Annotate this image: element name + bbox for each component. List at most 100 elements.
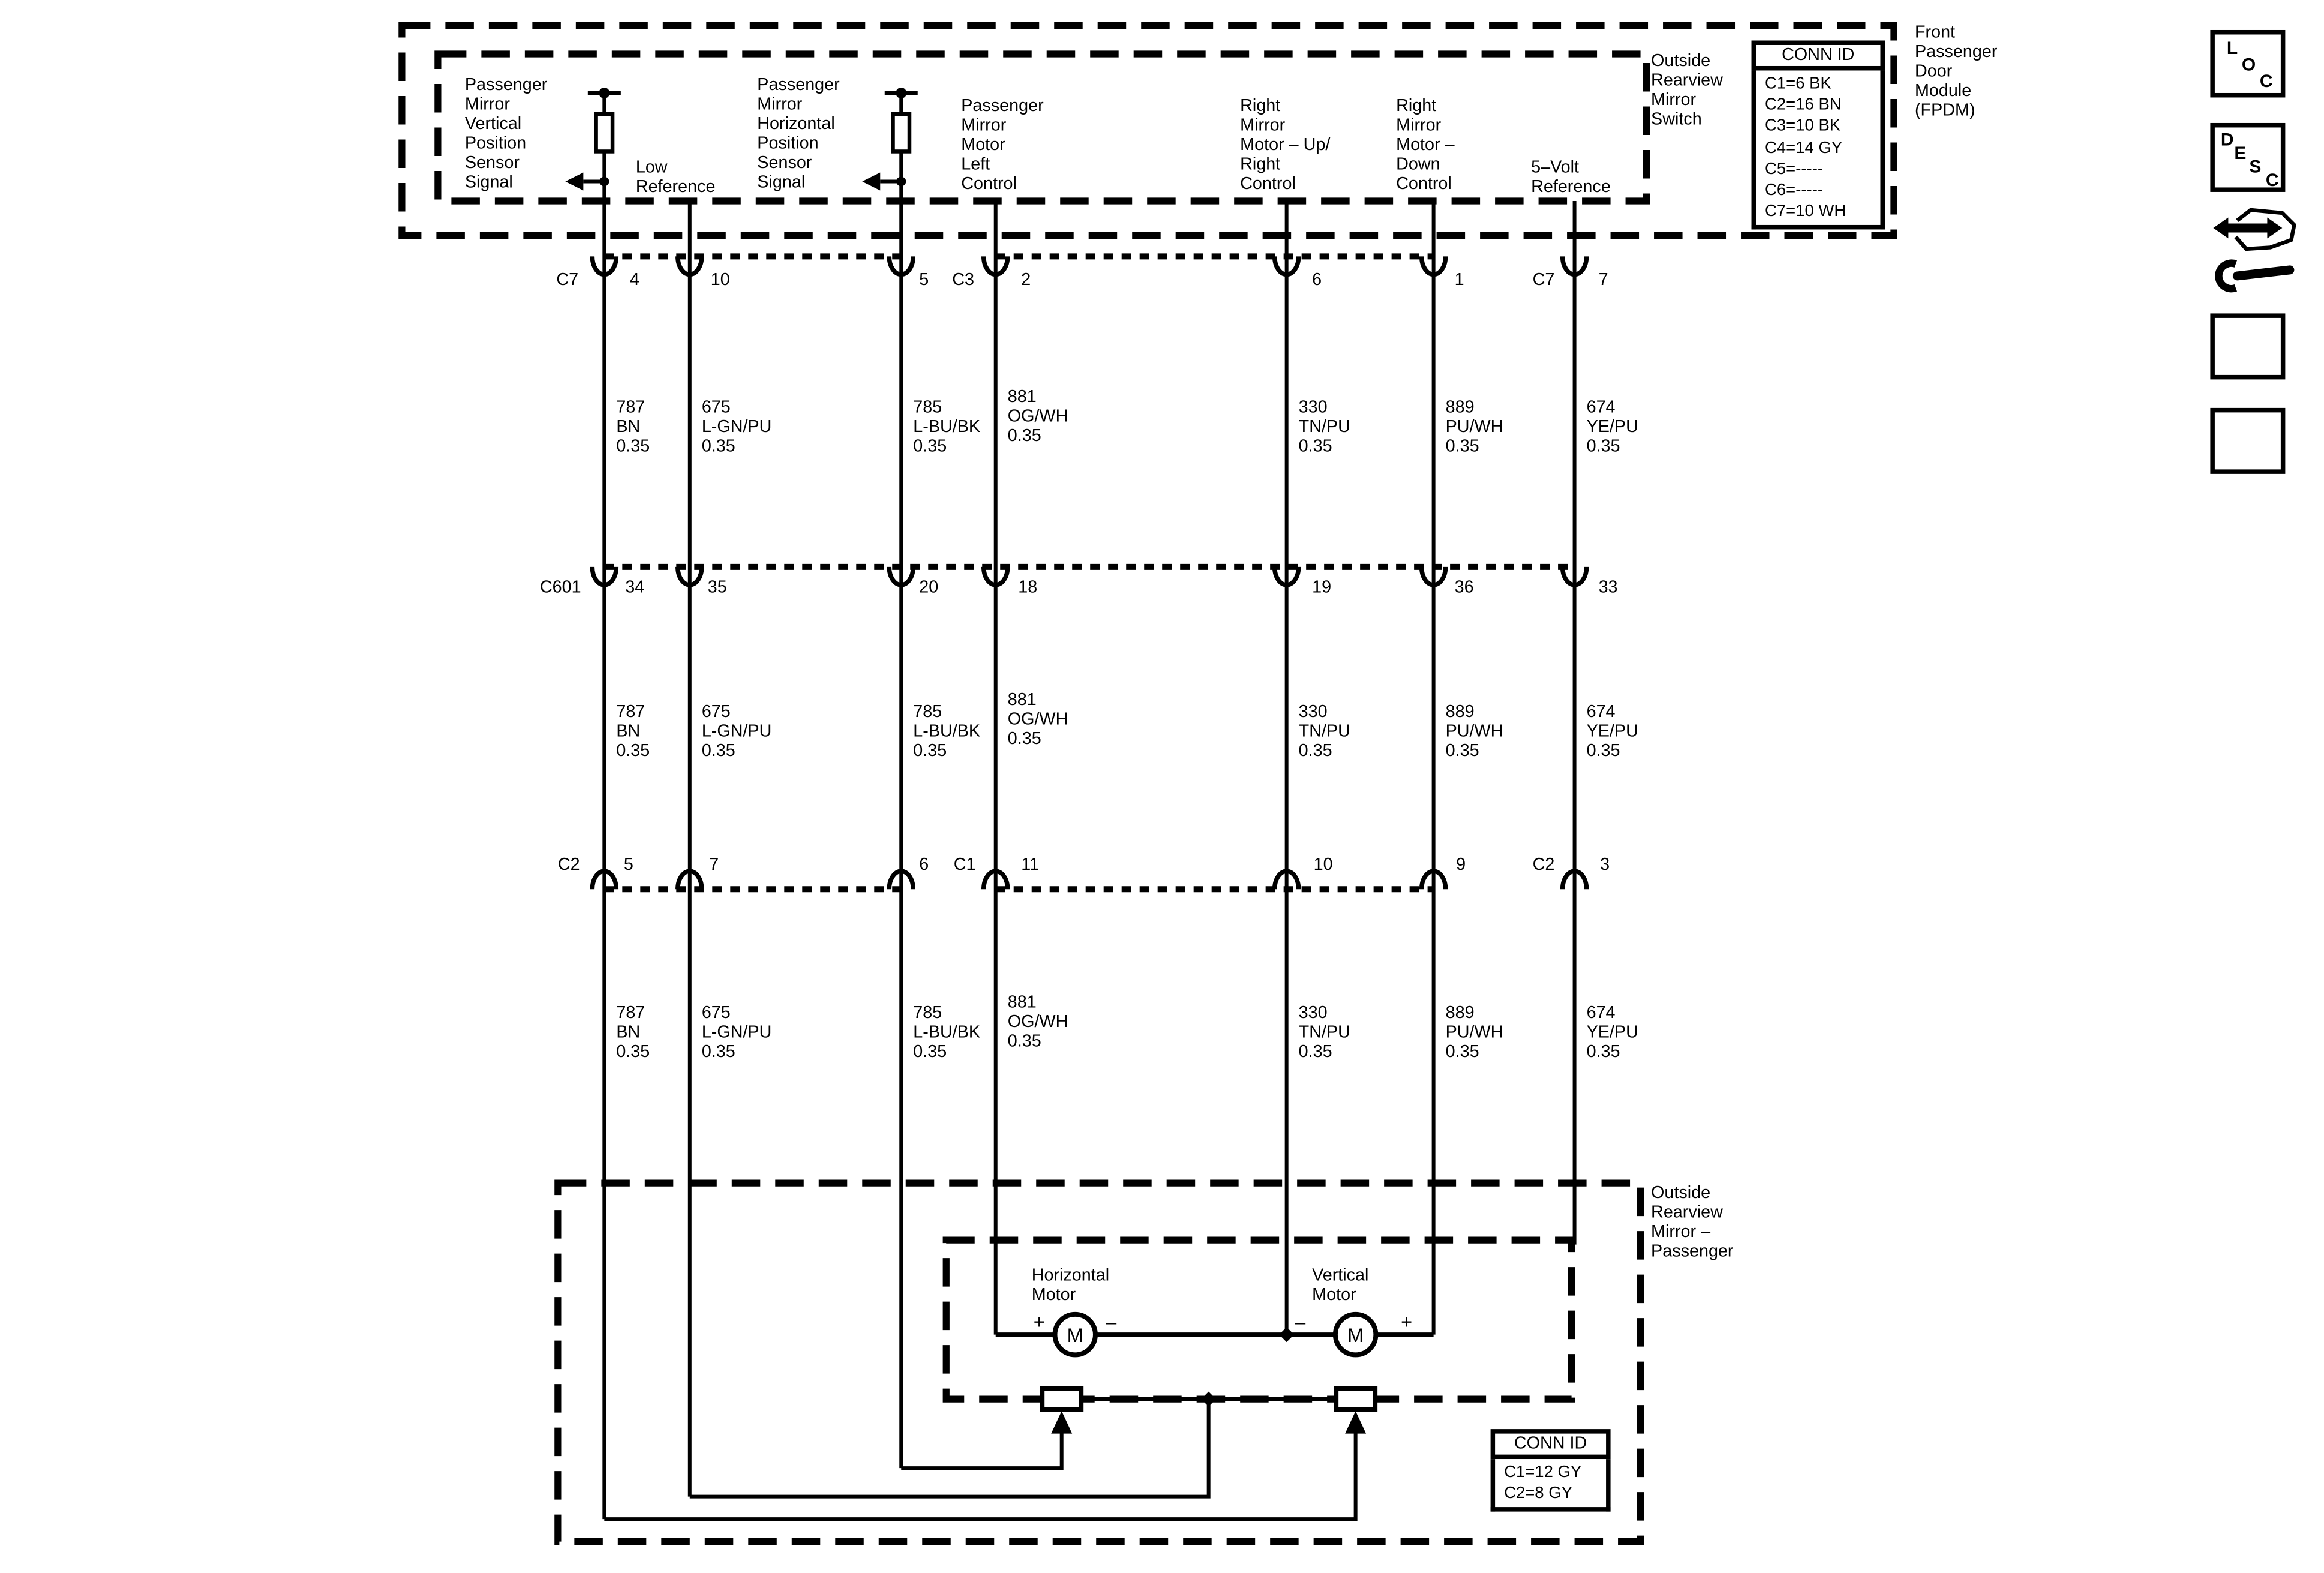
connector-label-c601: C601 <box>539 578 581 597</box>
desc-letter: C <box>2265 169 2279 191</box>
conn-id-row: C5=----- <box>1765 160 1824 178</box>
mirror-name-label: Outside Rearview Mirror – Passenger <box>1651 1184 1734 1262</box>
pin-label: 36 <box>1454 578 1474 597</box>
wire-785-route <box>901 1429 1064 1470</box>
signal-label-5v-reference: 5–Volt Reference <box>1531 158 1611 197</box>
vertical-motor-label: Vertical Motor <box>1312 1267 1369 1305</box>
pin-label: 34 <box>625 578 645 597</box>
back-button[interactable] <box>2210 407 2286 474</box>
hotlink-icon[interactable] <box>2213 208 2296 293</box>
pin-label: 10 <box>710 271 730 290</box>
conn-id-row: C4=14 GY <box>1765 139 1843 157</box>
signal-label-vertical-position: Passenger Mirror Vertical Position Senso… <box>464 76 548 192</box>
signal-label-horizontal-position: Passenger Mirror Horizontal Position Sen… <box>757 76 840 192</box>
conn-id-row: C3=10 BK <box>1765 117 1841 136</box>
arrow-up-into-horizontal-connector <box>1051 1411 1073 1434</box>
module-conn-id-table: CONN ID C1=6 BK C2=16 BN C3=10 BK C4=14 … <box>1751 40 1885 230</box>
conn-id-row: C2=16 BN <box>1765 96 1842 115</box>
mirror-assembly-box <box>554 1179 1644 1545</box>
loc-letter: O <box>2241 53 2256 75</box>
junction-dot-330 <box>1279 1327 1295 1343</box>
pin-label: 19 <box>1312 578 1332 597</box>
connector-label-c3: C3 <box>952 271 974 290</box>
pin-label: 33 <box>1598 578 1618 597</box>
horizontal-motor-connector <box>1040 1386 1084 1412</box>
loc-button[interactable]: L O C <box>2210 29 2286 98</box>
conn-id-row: C6=----- <box>1765 181 1824 200</box>
connector-row-c601 <box>590 563 1589 587</box>
conn-id-row: C2=8 GY <box>1504 1485 1572 1503</box>
conn-id-row: C1=12 GY <box>1504 1463 1582 1482</box>
conn-id-row: C1=6 BK <box>1765 74 1831 93</box>
polarity-sign: + <box>1033 1310 1045 1334</box>
connector-label-c2-right: C2 <box>1532 856 1555 875</box>
connector-label-c1: C1 <box>953 856 976 875</box>
motor-m-letter: M <box>1347 1324 1364 1347</box>
horizontal-motor-label: Horizontal Motor <box>1031 1267 1110 1305</box>
vertical-position-sensor-symbol <box>565 87 621 191</box>
pin-label: 2 <box>1021 271 1031 290</box>
wire-675-route <box>689 1399 1211 1499</box>
pin-label: 9 <box>1456 856 1466 875</box>
loc-letter: C <box>2259 70 2273 92</box>
switch-name-label: Outside Rearview Mirror Switch <box>1651 52 1723 129</box>
connector-row-top <box>590 253 1589 277</box>
horizontal-motor-symbol <box>1052 1311 1098 1358</box>
pin-label: 6 <box>1312 271 1322 290</box>
pin-label: 6 <box>919 856 929 875</box>
signal-label-motor-left-control: Passenger Mirror Motor Left Control <box>961 97 1044 194</box>
module-name-label: Front Passenger Door Module (FPDM) <box>1914 23 1998 120</box>
desc-letter: E <box>2234 142 2247 164</box>
mirror-conn-id-table: CONN ID C1=12 GY C2=8 GY <box>1490 1429 1611 1512</box>
loc-letter: L <box>2226 37 2238 59</box>
desc-letter: S <box>2249 155 2262 177</box>
connector-label-c7-right: C7 <box>1532 271 1555 290</box>
pin-label: 20 <box>919 578 939 597</box>
desc-letter: D <box>2220 128 2234 150</box>
polarity-sign: – <box>1295 1310 1306 1334</box>
mirror-switch-box <box>434 50 1650 205</box>
conn-id-title: CONN ID <box>1490 1429 1611 1460</box>
pin-label: 5 <box>919 271 929 290</box>
pin-label: 11 <box>1021 856 1040 875</box>
pin-label: 3 <box>1600 856 1610 875</box>
pin-label: 7 <box>709 856 719 875</box>
wire-787-route <box>604 1429 1358 1521</box>
horizontal-position-sensor-symbol <box>862 87 918 191</box>
conn-id-title: CONN ID <box>1751 40 1885 71</box>
pin-label: 18 <box>1018 578 1038 597</box>
conn-id-row: C7=10 WH <box>1765 202 1846 221</box>
pin-label: 7 <box>1598 271 1608 290</box>
fpdm-module-box <box>398 22 1897 239</box>
arrow-up-into-vertical-connector <box>1345 1411 1367 1434</box>
motor-m-letter: M <box>1067 1324 1083 1347</box>
connector-row-bottom <box>590 869 1589 893</box>
desc-button[interactable]: D E S C <box>2210 122 2286 192</box>
signal-label-motor-down-control: Right Mirror Motor – Down Control <box>1396 97 1455 194</box>
vertical-motor-symbol <box>1332 1311 1379 1358</box>
pin-label: 5 <box>623 856 633 875</box>
polarity-sign: – <box>1106 1310 1117 1334</box>
next-button[interactable] <box>2210 313 2286 380</box>
